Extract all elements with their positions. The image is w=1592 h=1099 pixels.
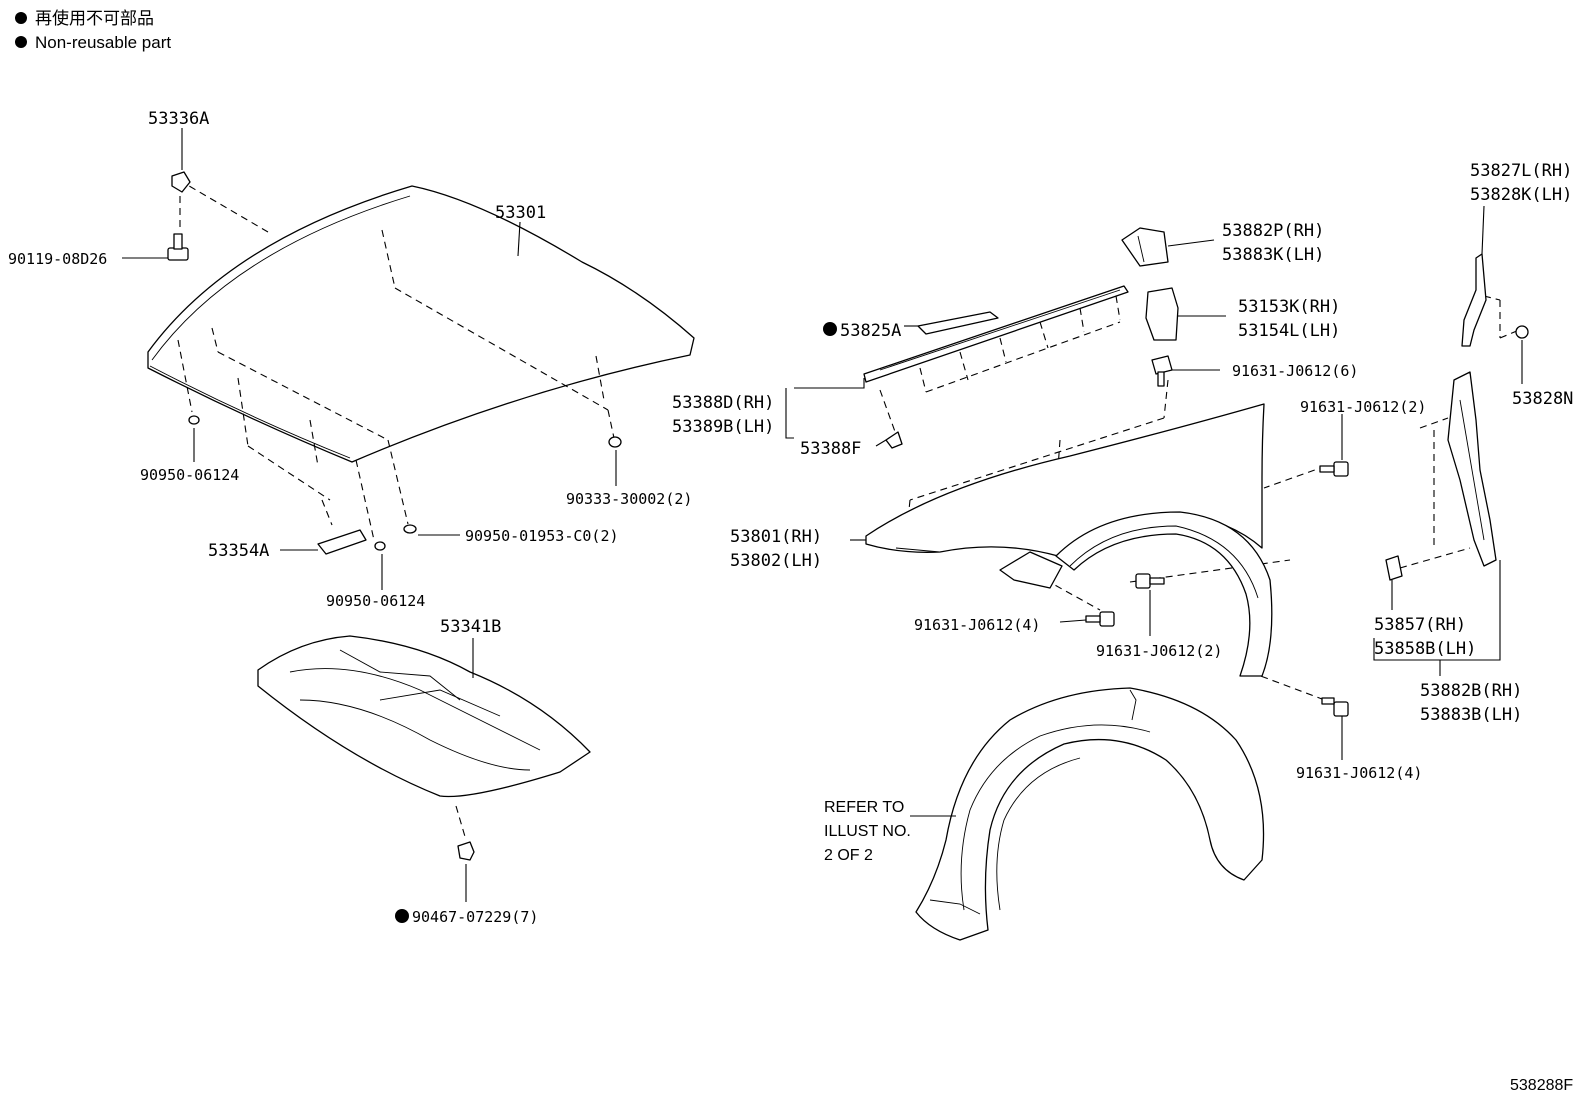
fender-clip-icon — [885, 431, 903, 449]
grommet-icon — [403, 524, 417, 534]
fender-bolt-icon — [1321, 697, 1349, 717]
fender-bracket-upper — [1461, 253, 1487, 347]
callout-53301: 53301 — [495, 203, 546, 223]
non-reusable-dot-icon — [395, 909, 409, 923]
callout-53883K: 53883K(LH) — [1222, 245, 1324, 265]
fender-bolt-icon — [1135, 573, 1165, 589]
callout-53801: 53801(RH) — [730, 527, 822, 547]
fender-seal-strip — [863, 285, 1129, 383]
callout-91631-J0612-4-a: 91631-J0612(4) — [914, 616, 1040, 634]
legend-en: Non-reusable part — [35, 33, 171, 52]
fender-bracket-clip-icon — [1515, 325, 1529, 339]
callout-53354A: 53354A — [208, 541, 269, 561]
refer-note-line1: REFER TO — [824, 799, 904, 816]
callout-53828K: 53828K(LH) — [1470, 185, 1572, 205]
refer-note-line3: 2 OF 2 — [824, 847, 873, 864]
callout-53882B: 53882B(RH) — [1420, 681, 1522, 701]
callout-90950-06124-a: 90950-06124 — [140, 466, 239, 484]
callout-90467-07229: 90467-07229(7) — [412, 908, 538, 926]
callout-90119-08D26: 90119-08D26 — [8, 250, 107, 268]
callout-53388F: 53388F — [800, 439, 861, 459]
grommet-icon — [608, 436, 622, 448]
callout-53154L: 53154L(LH) — [1238, 321, 1340, 341]
callout-53858B: 53858B(LH) — [1374, 639, 1476, 659]
callout-53388D: 53388D(RH) — [672, 393, 774, 413]
callout-53827L: 53827L(RH) — [1470, 161, 1572, 181]
grommet-icon — [188, 415, 200, 425]
callout-53336A: 53336A — [148, 109, 209, 129]
hood-dashed-guides — [177, 182, 615, 841]
callout-90950-01953-C0: 90950-01953-C0(2) — [465, 527, 619, 545]
non-reusable-dot-icon — [823, 322, 837, 336]
fender-insulator-pad — [1145, 287, 1179, 341]
hood-panel — [147, 185, 695, 463]
callout-53802: 53802(LH) — [730, 551, 822, 571]
hood-insulator-clip-icon — [457, 841, 475, 861]
callout-91631-J0612-6: 91631-J0612(6) — [1232, 362, 1358, 380]
refer-note-line2: ILLUST NO. — [824, 823, 911, 840]
fender-upper-protector — [1121, 227, 1169, 267]
hood-cushion-icon — [317, 529, 367, 555]
fender-bolt-icon — [1319, 461, 1349, 477]
callout-53828N: 53828N — [1512, 389, 1573, 409]
callout-91631-J0612-4-b: 91631-J0612(4) — [1296, 764, 1422, 782]
legend-jp: 再使用不可部品 — [35, 8, 154, 28]
callout-53882P: 53882P(RH) — [1222, 221, 1324, 241]
callout-53883B: 53883B(LH) — [1420, 705, 1522, 725]
callout-91631-J0612-2-b: 91631-J0612(2) — [1096, 642, 1222, 660]
grommet-icon — [374, 541, 386, 551]
figure-id: 538288F — [1510, 1077, 1573, 1094]
fender-liner — [915, 687, 1265, 941]
fender-bolt-icon — [1151, 355, 1173, 387]
fender-bolt-icon — [1085, 611, 1115, 627]
hood-stay-clip-icon — [171, 171, 191, 193]
fender-bracket-lower — [1447, 371, 1497, 567]
hood-bolt-icon — [167, 233, 189, 261]
callout-90333-30002: 90333-30002(2) — [566, 490, 692, 508]
non-reusable-dot-icon — [15, 12, 27, 24]
callout-53389B: 53389B(LH) — [672, 417, 774, 437]
callout-91631-J0612-2-a: 91631-J0612(2) — [1300, 398, 1426, 416]
fender-bracket-pad-icon — [1385, 555, 1403, 581]
non-reusable-dot-icon — [15, 36, 27, 48]
callout-53153K: 53153K(RH) — [1238, 297, 1340, 317]
fender-seal-retainer-icon — [917, 311, 999, 335]
callout-53825A: 53825A — [840, 321, 901, 341]
callout-53341B: 53341B — [440, 617, 501, 637]
front-fender-panel — [865, 403, 1273, 677]
callout-90950-06124-b: 90950-06124 — [326, 592, 425, 610]
callout-53857: 53857(RH) — [1374, 615, 1466, 635]
hood-insulator — [257, 635, 591, 798]
